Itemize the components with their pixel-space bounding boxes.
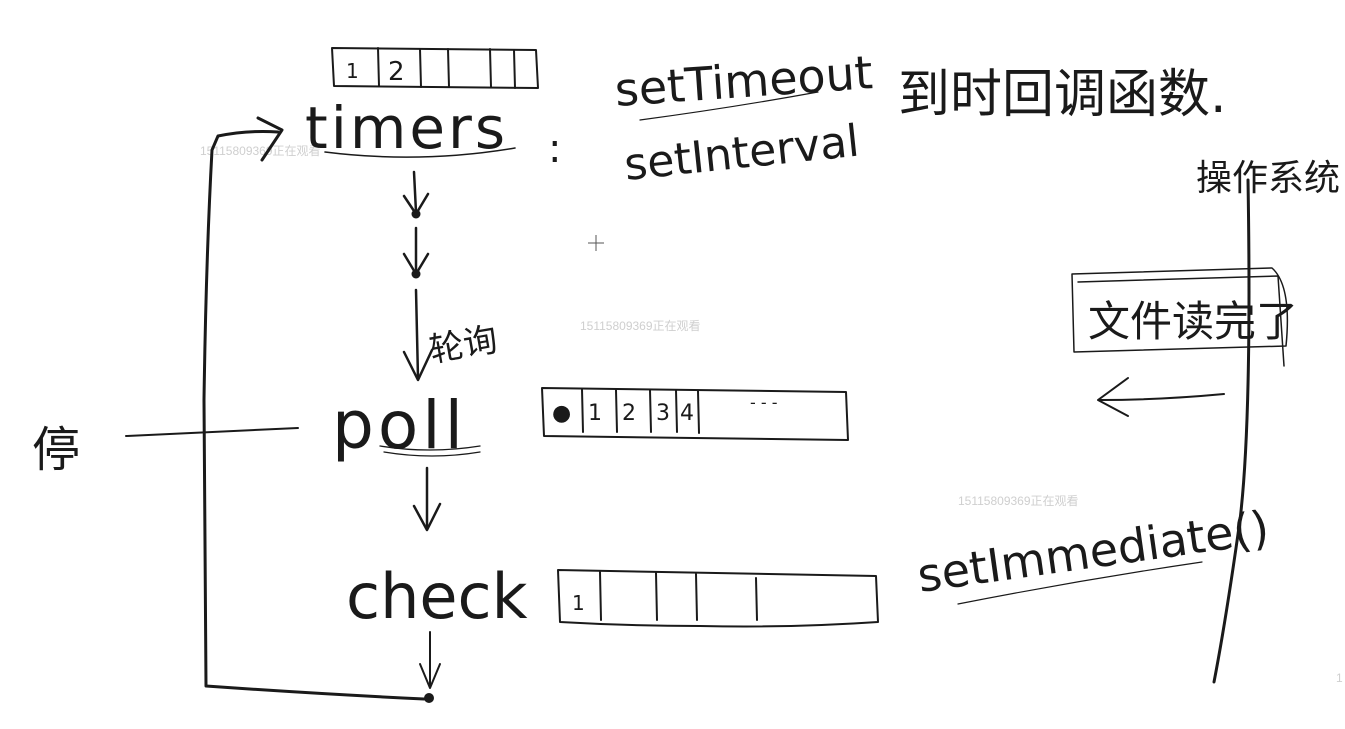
watermark: 15115809369正在观看 [580,319,701,333]
page-number: 1 [1336,671,1343,685]
timers-to-poll-arrow [402,170,434,382]
loop-arrow-head [256,116,284,162]
settimeout-api: setTimeout [613,45,874,117]
event-loop-return-line [202,130,426,701]
timers-queue: 1 2 [331,47,539,89]
poll-note: 轮询 [427,320,501,371]
poll-queue-slot: ● [552,401,571,426]
file-to-poll-arrow [1097,377,1225,417]
setinterval-api: setInterval [622,116,862,191]
poll-queue-slot: 3 [656,401,670,426]
check-exit-arrow [419,631,441,703]
poll-phase-label: poll [332,387,467,464]
check-phase-label: check [346,560,528,633]
timers-note: 到时回调函数. [898,65,1227,125]
check-queue-slot: 1 [572,591,585,615]
watermark: 15115809369正在观看 [200,144,321,158]
timers-colon: : [548,126,561,172]
timers-phase-label: timers [305,94,508,162]
os-boundary-line [1212,178,1251,684]
poll-queue-slot: 4 [680,401,694,426]
timers-queue-slot: 2 [388,57,405,87]
crosshair-cursor-icon [588,235,604,251]
os-label: 操作系统 [1196,158,1340,199]
check-queue: 1 [557,569,879,628]
left-label: 停 [32,422,80,478]
file-read-done-label: 文件读完了 [1088,297,1298,346]
poll-queue-slot: 1 [588,401,602,426]
poll-queue-slot: - - - [750,393,778,412]
poll-queue: ● 1 2 3 4 - - - [541,387,849,441]
file-read-done-box: 文件读完了 [1071,267,1298,367]
setimmediate-api: setImmediate() [914,500,1272,603]
left-connector-line [125,427,299,437]
timers-queue-slot: 1 [346,59,359,83]
poll-queue-slot: 2 [622,401,636,426]
watermark: 15115809369正在观看 [958,494,1079,508]
poll-to-check-arrow [412,466,442,532]
